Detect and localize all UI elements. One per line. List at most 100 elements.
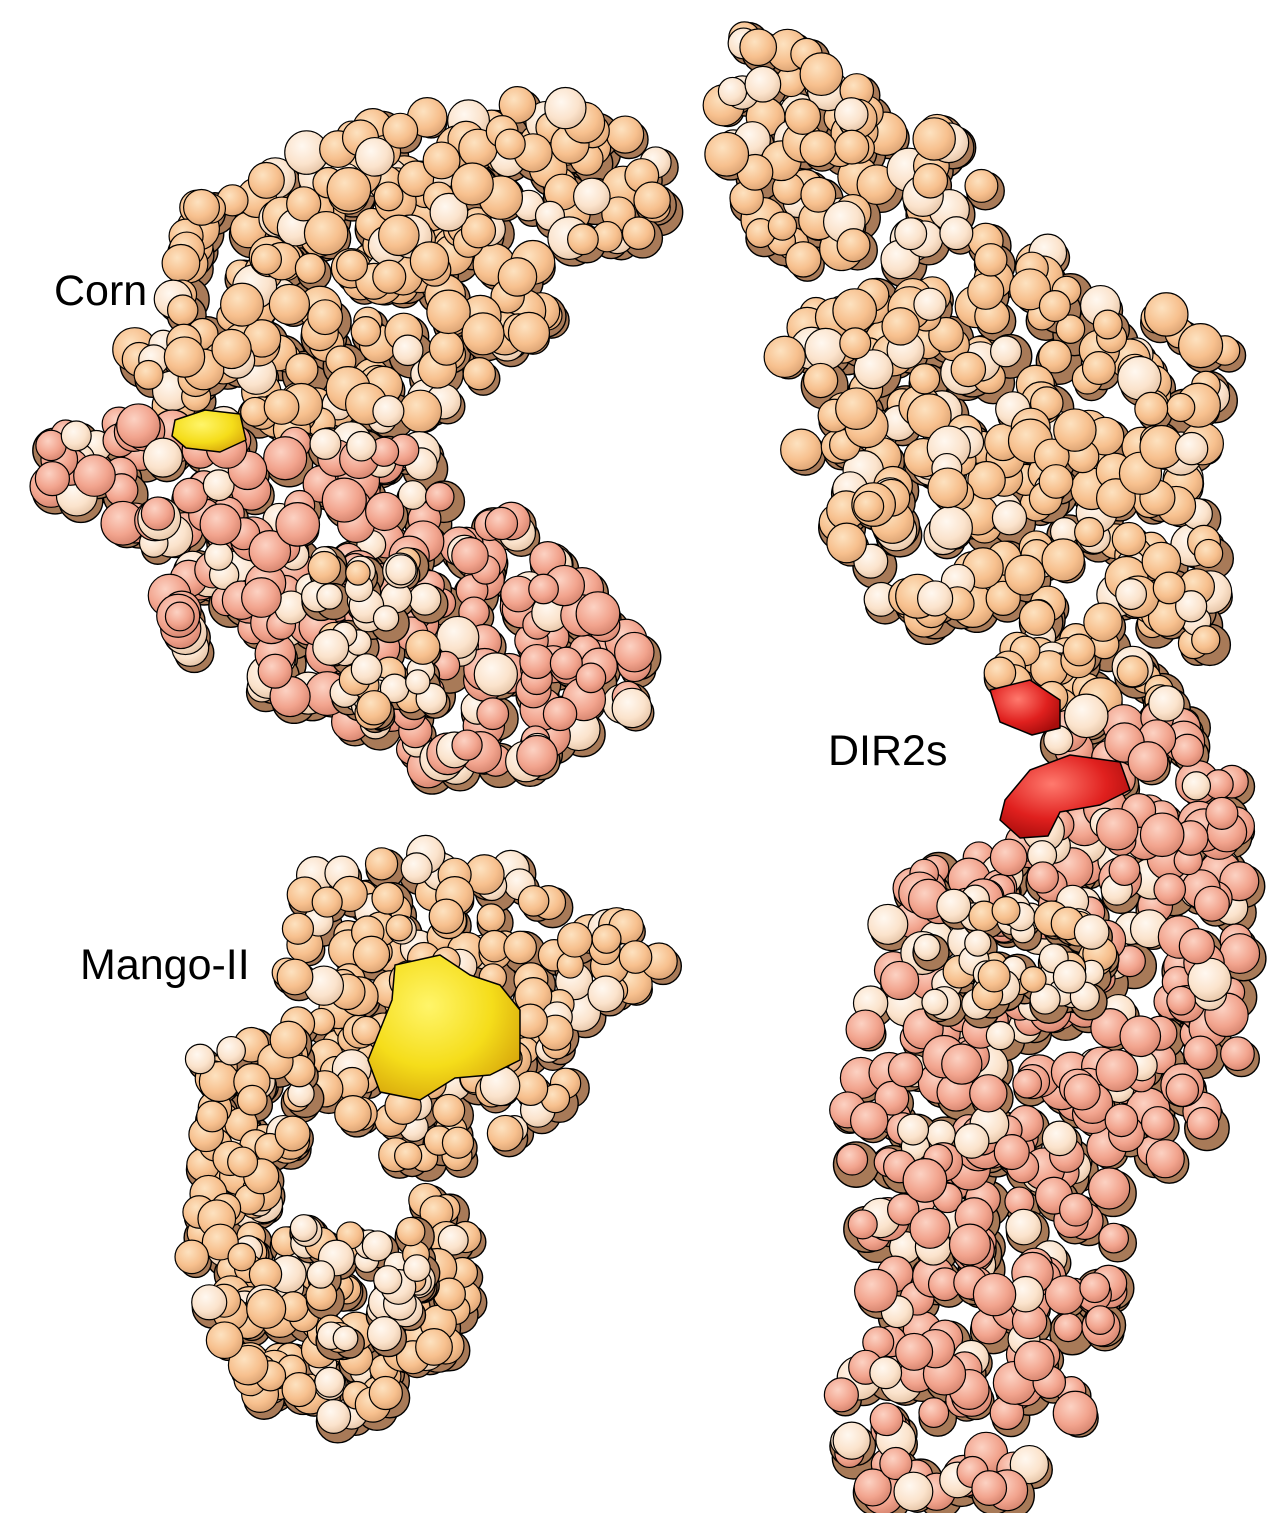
atom <box>227 1146 259 1178</box>
atom <box>398 389 443 433</box>
atom <box>1053 408 1097 452</box>
atom <box>717 76 748 107</box>
atom <box>1165 1073 1200 1108</box>
atom <box>1038 464 1074 499</box>
atom <box>241 577 282 618</box>
atom <box>1194 538 1224 569</box>
corn-label: Corn <box>54 267 148 315</box>
atom <box>1079 1272 1111 1304</box>
atom <box>845 1009 886 1050</box>
atom <box>429 192 469 232</box>
atom <box>704 131 750 177</box>
atom <box>316 583 343 610</box>
atom <box>403 1254 431 1282</box>
atom <box>484 506 519 541</box>
atom <box>1005 1208 1043 1246</box>
atom <box>591 923 622 954</box>
atom <box>967 272 1005 310</box>
atom <box>372 395 405 428</box>
dir2s-rna-structure <box>702 21 1267 1513</box>
atom <box>953 1123 990 1159</box>
atom <box>1059 1192 1093 1227</box>
atom <box>1062 633 1096 667</box>
atom <box>1186 1106 1220 1140</box>
atom <box>1153 873 1187 906</box>
atom <box>196 1100 229 1133</box>
atom <box>432 1093 466 1127</box>
atom <box>913 287 947 321</box>
atom <box>428 330 465 366</box>
atom <box>1140 1106 1175 1140</box>
atom <box>373 181 404 212</box>
atom <box>345 560 371 586</box>
atom <box>964 929 992 957</box>
atom <box>227 1242 257 1272</box>
atom <box>826 522 868 564</box>
atom <box>879 960 920 1001</box>
atom <box>400 852 433 885</box>
atom <box>286 186 322 222</box>
atom <box>394 1141 423 1170</box>
atom <box>306 1260 336 1289</box>
atom <box>1053 1312 1083 1343</box>
atom <box>832 288 878 333</box>
atom <box>281 912 315 945</box>
atom <box>166 294 199 326</box>
atom <box>274 1115 311 1152</box>
atom <box>1052 1390 1098 1436</box>
mango-ii-label: Mango-II <box>80 941 250 989</box>
atom <box>1052 959 1087 994</box>
atom <box>391 334 424 367</box>
atom <box>498 85 537 124</box>
atom <box>426 289 471 335</box>
atom <box>451 536 489 575</box>
atom <box>142 437 183 478</box>
atom <box>373 1265 403 1295</box>
atom <box>869 1402 904 1437</box>
atom <box>869 1356 903 1390</box>
atom <box>211 328 252 370</box>
atom <box>486 1114 524 1152</box>
atom <box>839 327 872 360</box>
atom <box>1012 1068 1043 1099</box>
atom <box>335 249 369 282</box>
atom <box>311 886 343 918</box>
atom <box>921 988 949 1016</box>
atom <box>1081 351 1116 386</box>
atom <box>950 351 987 388</box>
atom <box>977 959 1011 993</box>
atom <box>441 1126 475 1159</box>
atom <box>575 662 607 694</box>
atom <box>356 690 392 726</box>
atom <box>517 885 550 917</box>
atom <box>1041 538 1085 582</box>
atom <box>216 1035 246 1066</box>
atom <box>364 847 399 881</box>
atom <box>1119 1015 1162 1058</box>
atom <box>174 1239 210 1275</box>
atom <box>913 933 941 962</box>
atom <box>321 477 367 523</box>
atom <box>528 573 559 605</box>
atom <box>1019 966 1047 993</box>
atom <box>542 696 578 732</box>
atom <box>1073 914 1110 950</box>
atom <box>236 1084 268 1116</box>
atom <box>247 161 285 199</box>
atom <box>316 1399 352 1434</box>
atom <box>894 217 928 251</box>
atom <box>246 1288 287 1329</box>
atom <box>1174 431 1209 466</box>
atom <box>368 1375 403 1411</box>
atom <box>405 669 431 695</box>
atom <box>1055 314 1086 344</box>
atom <box>220 282 265 327</box>
atom <box>281 1372 317 1408</box>
atom <box>832 1421 871 1460</box>
atom <box>618 940 653 974</box>
atom <box>163 336 206 378</box>
atom <box>269 1020 308 1059</box>
atom <box>836 228 871 263</box>
atom <box>184 1043 216 1075</box>
atom <box>497 257 538 297</box>
